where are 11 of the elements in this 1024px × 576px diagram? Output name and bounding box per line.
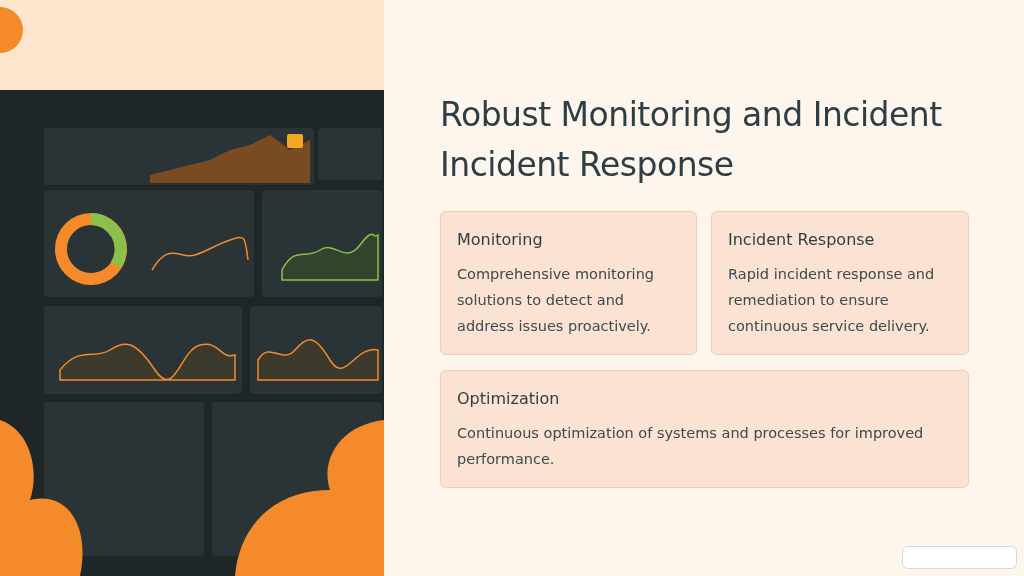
empty-box — [902, 546, 1017, 569]
card-heading: Incident Response — [728, 230, 876, 249]
card-description: Comprehensive monitoring solutions to detect and address issues proactively. — [457, 265, 656, 336]
info-card — [440, 370, 969, 488]
info-card — [440, 211, 697, 355]
card-heading: Optimization — [457, 389, 561, 408]
info-card — [711, 211, 969, 355]
card-heading: Monitoring — [457, 230, 544, 249]
slide-title: Robust Monitoring and Incident Incident Response — [440, 94, 943, 186]
card-description: Rapid incident response and remediation to ensure continuous service delivery. — [728, 265, 936, 336]
card-description: Continuous optimization of systems and processes for improved performance. — [457, 424, 925, 469]
